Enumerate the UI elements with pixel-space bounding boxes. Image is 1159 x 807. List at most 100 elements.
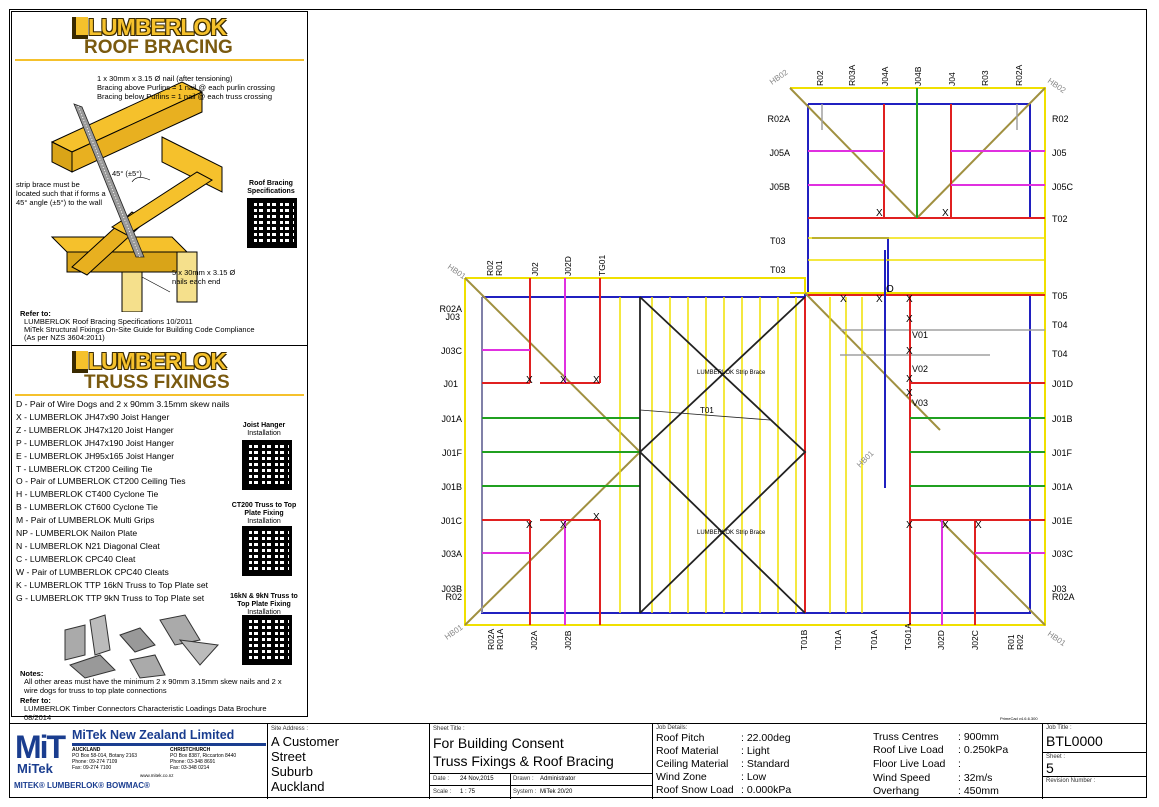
drawn-value: Administrator <box>540 776 576 782</box>
ct200-qr-code[interactable] <box>242 526 292 576</box>
angle-label: 45° (±5°) <box>112 169 142 178</box>
sheet-title-line1: For Building Consent <box>433 735 564 751</box>
brand-wordmark: LUMBERLOK <box>88 14 227 40</box>
svg-text:HB01: HB01 <box>855 449 876 470</box>
svg-text:X: X <box>593 375 600 386</box>
software-version: PrimeCad v4.6.6.300 <box>1000 716 1038 721</box>
truss-fixings-illustration <box>64 614 220 679</box>
truss-labels-right: R02 J05 J05C T02 T05 T04 T04 J01D J01B J… <box>1052 114 1075 602</box>
svg-text:X: X <box>526 520 533 531</box>
notes-text: All other areas must have the minimum 2 … <box>24 677 282 695</box>
ref-onsite-guide: MiTek Structural Fixings On-Site Guide f… <box>24 325 255 334</box>
svg-text:X: X <box>560 375 567 386</box>
svg-text:X: X <box>906 374 913 385</box>
company-cell: MiT MiTek MiTek New Zealand Limited AUCK… <box>10 724 267 799</box>
svg-text:J03B: J03B <box>441 584 462 594</box>
job-detail-row: Roof Live Load: 0.250kPa <box>873 744 1009 756</box>
ref-nzs: (As per NZS 3604:2011) <box>24 333 105 342</box>
strip-brace-label: LUMBERLOK Strip Brace <box>697 370 766 376</box>
svg-text:J02D: J02D <box>936 630 946 650</box>
fixings-legend-list: D - Pair of Wire Dogs and 2 x 90mm 3.15m… <box>16 398 229 605</box>
sheet-number: 5 <box>1046 760 1054 776</box>
svg-text:J01B: J01B <box>1052 414 1073 424</box>
svg-text:X: X <box>840 294 847 305</box>
fixing-item: E - LUMBERLOK JH95x165 Joist Hanger <box>16 450 175 461</box>
title-block: MiT MiTek MiTek New Zealand Limited AUCK… <box>10 723 1147 799</box>
svg-text:R03A: R03A <box>847 64 857 86</box>
svg-text:R03: R03 <box>980 70 990 86</box>
svg-text:O: O <box>886 284 894 295</box>
company-name: MiTek New Zealand Limited <box>72 728 235 742</box>
svg-text:J02C: J02C <box>970 630 980 650</box>
job-detail-row: Roof Material: Light <box>656 745 770 757</box>
svg-text:J01A: J01A <box>441 414 462 424</box>
t03-label: T03 <box>770 236 786 246</box>
nail-note: 1 x 30mm x 3.15 Ø nail (after tensioning… <box>97 74 233 83</box>
truss-labels-left: R02A J03 J03C J01 J01A J01F J01B J01C J0… <box>439 114 790 602</box>
bracing-above-note: Bracing above Purlins = 1 nail @ each pu… <box>97 83 275 92</box>
roof-bracing-qr-code[interactable] <box>247 198 297 248</box>
roof-bracing-title: ROOF BRACING <box>84 37 233 58</box>
svg-text:T02: T02 <box>1052 214 1068 224</box>
svg-text:X: X <box>906 520 913 531</box>
joist-hanger-qr-code[interactable] <box>242 440 292 490</box>
truss-fixings-logo: LUMBERLOK <box>72 348 248 374</box>
job-detail-row: Overhang: 450mm <box>873 785 999 797</box>
svg-text:R02A: R02A <box>1052 592 1075 602</box>
fixing-item: P - LUMBERLOK JH47x190 Joist Hanger <box>16 437 174 448</box>
svg-text:R01A: R01A <box>495 628 505 650</box>
svg-text:J05: J05 <box>1052 148 1067 158</box>
fixing-item: W - Pair of LUMBERLOK CPC40 Cleats <box>16 566 169 577</box>
svg-text:HB02: HB02 <box>768 67 790 86</box>
svg-text:X: X <box>906 346 913 357</box>
v-label: V02 <box>912 364 928 374</box>
svg-text:X: X <box>975 520 982 531</box>
svg-text:T01A: T01A <box>869 629 879 650</box>
svg-text:J04B: J04B <box>913 66 923 86</box>
svg-text:T04: T04 <box>1052 349 1068 359</box>
svg-text:R02: R02 <box>1052 114 1069 124</box>
bracing-below-note: Bracing below Purlins = 1 nail @ each tr… <box>97 92 272 101</box>
ref-roof-bracing: LUMBERLOK Roof Bracing Specifications 10… <box>24 317 193 326</box>
svg-text:R01: R01 <box>1006 634 1016 650</box>
fixing-item: K - LUMBERLOK TTP 16kN Truss to Top Plat… <box>16 579 209 590</box>
ttp-qr-code[interactable] <box>242 615 292 665</box>
fixing-item: T - LUMBERLOK CT200 Ceiling Tie <box>16 463 153 474</box>
job-title-cell: Job Title : BTL0000 Sheet : 5 Revision N… <box>1042 724 1147 799</box>
svg-text:J01: J01 <box>443 379 458 389</box>
fixing-item: X - LUMBERLOK JH47x90 Joist Hanger <box>16 411 170 422</box>
job-detail-row: Roof Pitch: 22.00deg <box>656 732 791 744</box>
svg-text:R02: R02 <box>815 70 825 86</box>
svg-text:J01E: J01E <box>1052 516 1073 526</box>
svg-text:TG01A: TG01A <box>903 623 913 650</box>
svg-text:J04A: J04A <box>880 66 890 86</box>
strip-brace-label: LUMBERLOK Strip Brace <box>697 530 766 536</box>
svg-text:HB01: HB01 <box>1046 629 1068 648</box>
fixing-item: N - LUMBERLOK N21 Diagonal Cleat <box>16 540 160 551</box>
svg-text:J02D: J02D <box>563 256 573 276</box>
svg-text:R02A: R02A <box>486 628 496 650</box>
fixing-item: C - LUMBERLOK CPC40 Cleat <box>16 553 136 564</box>
svg-text:X: X <box>876 208 883 219</box>
svg-text:J01F: J01F <box>442 448 463 458</box>
fixing-item: G - LUMBERLOK TTP 9kN Truss to Top Plate… <box>16 592 205 603</box>
sheet-title-cell: Sheet Title : For Building Consent Truss… <box>429 724 652 799</box>
section-divider <box>12 345 307 346</box>
truss-labels-bottom: R02A R01A J02A J02B T01B T01A T01A TG01A… <box>486 623 1025 650</box>
svg-text:J02: J02 <box>530 262 540 276</box>
svg-text:R02A: R02A <box>767 114 790 124</box>
svg-text:X: X <box>942 208 949 219</box>
roof-bracing-specs-label: Roof Bracing Specifications <box>247 180 295 195</box>
brands-line: MITEK® LUMBERLOK® BOWMAC® <box>14 781 150 790</box>
svg-text:J01B: J01B <box>441 482 462 492</box>
svg-text:X: X <box>876 294 883 305</box>
fixing-item: O - Pair of LUMBERLOK CT200 Ceiling Ties <box>16 476 186 487</box>
svg-text:T04: T04 <box>1052 320 1068 330</box>
svg-text:TG01: TG01 <box>597 254 607 276</box>
svg-text:J02B: J02B <box>563 630 573 650</box>
svg-text:J03C: J03C <box>441 346 463 356</box>
site-line: A Customer <box>271 734 339 749</box>
truss-labels-top: R02 R03A J04A J04B J04 R03 R02A R02 R01 … <box>485 64 1024 276</box>
svg-text:J01D: J01D <box>1052 379 1074 389</box>
